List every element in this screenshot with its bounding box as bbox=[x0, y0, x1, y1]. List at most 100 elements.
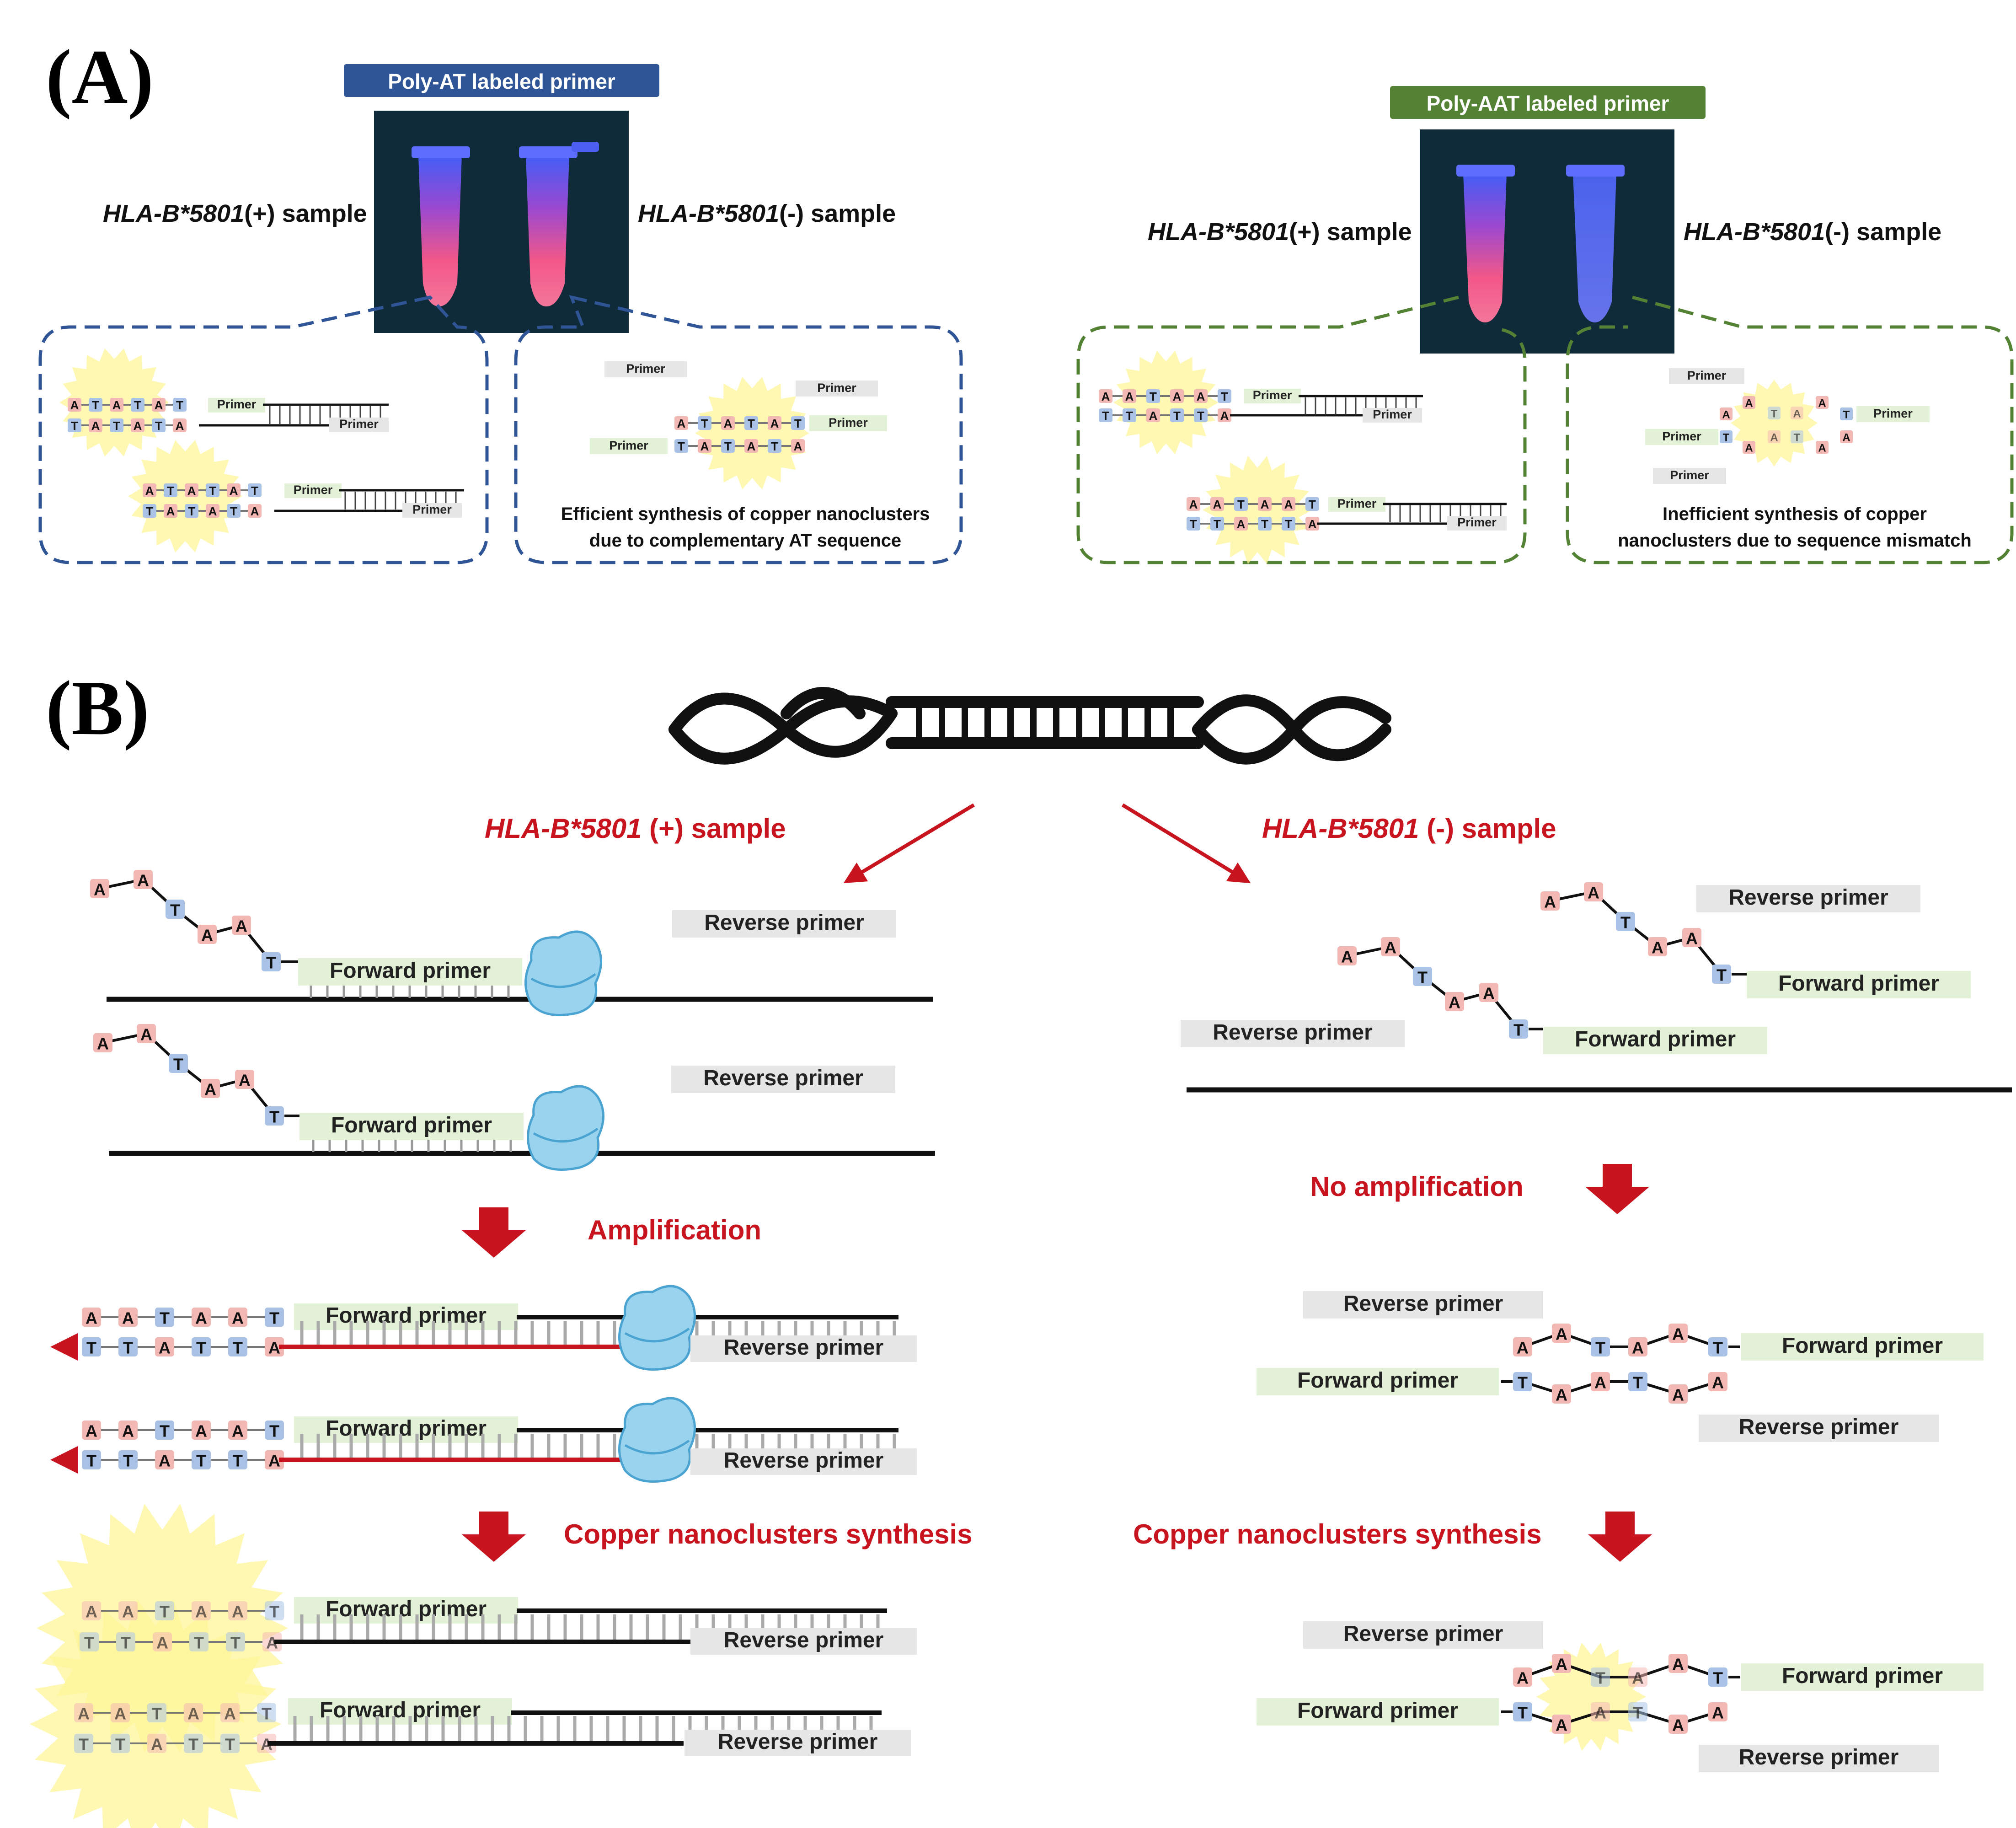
nucleotide-t-letter: T bbox=[771, 440, 778, 453]
nucleotide-a-letter: A bbox=[86, 1421, 97, 1440]
forward-primer-box bbox=[1257, 1698, 1499, 1726]
nucleotide-a-box bbox=[1282, 497, 1295, 511]
nucleotide-t-box bbox=[82, 1450, 101, 1469]
nucleotide-t-letter: T bbox=[160, 1602, 170, 1621]
nanocluster-glow bbox=[695, 376, 809, 490]
forward-primer-label: Primer bbox=[1253, 388, 1292, 402]
nucleotide-a-letter: A bbox=[1385, 938, 1396, 957]
nucleotide-a-letter: A bbox=[195, 1308, 207, 1327]
nucleotide-t-box bbox=[1628, 1702, 1647, 1721]
nucleotide-t-box bbox=[192, 1337, 211, 1356]
nucleotide-a-box bbox=[192, 1601, 211, 1620]
nucleotide-a-letter: A bbox=[1449, 993, 1460, 1012]
synthesis-neg-label: Copper nanoclusters synthesis bbox=[1133, 1519, 1542, 1549]
nucleotide-t-letter: T bbox=[170, 901, 180, 919]
nucleotide-a-letter: A bbox=[724, 417, 733, 430]
nucleotide-a-letter: A bbox=[1793, 408, 1801, 420]
amplification-label: Amplification bbox=[588, 1215, 761, 1245]
nucleotide-t-letter: T bbox=[1417, 968, 1428, 986]
nucleotide-a-box bbox=[228, 1308, 247, 1327]
nucleotide-a-letter: A bbox=[122, 1308, 134, 1327]
nucleotide-a-box bbox=[198, 925, 217, 944]
reverse-primer-label: Reverse primer bbox=[1343, 1622, 1503, 1646]
nucleotide-a-box bbox=[1187, 497, 1200, 511]
nucleotide-t-letter: T bbox=[188, 1735, 198, 1753]
nucleotide-a-box bbox=[698, 439, 711, 453]
nucleotide-t-box bbox=[118, 1450, 138, 1469]
nucleotide-a-box bbox=[137, 1024, 156, 1043]
nucleotide-a-box bbox=[68, 398, 81, 412]
reverse-primer-label: Reverse primer bbox=[1343, 1292, 1503, 1316]
nucleotide-t-box bbox=[721, 439, 735, 453]
nucleotide-a-box bbox=[1584, 882, 1603, 901]
nucleotide-a-letter: A bbox=[794, 440, 802, 453]
nucleotide-t-letter: T bbox=[794, 417, 802, 430]
forward-primer-label: Primer bbox=[217, 397, 257, 411]
reverse-primer-box bbox=[684, 1730, 911, 1756]
nucleotide-t-letter: T bbox=[121, 1633, 131, 1652]
polymerase-groove bbox=[624, 1327, 690, 1343]
nucleotide-a-box bbox=[1337, 946, 1357, 965]
reverse-primer-label: Primer bbox=[1373, 407, 1412, 421]
nucleotide-a-letter: A bbox=[230, 484, 238, 498]
nucleotide-a-letter: A bbox=[195, 1421, 207, 1440]
nucleotide-a-letter: A bbox=[1213, 498, 1222, 511]
nucleotide-t-box bbox=[1768, 407, 1781, 419]
nucleotide-t-box bbox=[265, 1421, 284, 1440]
nucleotide-a-box bbox=[220, 1703, 240, 1722]
nucleotide-a-letter: A bbox=[1173, 390, 1182, 403]
nucleotide-t-box bbox=[166, 900, 185, 919]
nucleotide-t-letter: T bbox=[1713, 1338, 1723, 1357]
nucleotide-a-box bbox=[1552, 1324, 1571, 1343]
nucleotide-a-letter: A bbox=[122, 1421, 134, 1440]
nucleotide-a-box bbox=[110, 398, 123, 412]
nucleotide-t-box bbox=[1234, 497, 1248, 511]
nucleotide-t-box bbox=[155, 1308, 174, 1327]
reverse-primer-box bbox=[1447, 516, 1507, 531]
reverse-primer-label: Reverse primer bbox=[724, 1335, 884, 1360]
nucleotide-t-letter: T bbox=[701, 417, 708, 430]
nucleotide-a-box bbox=[235, 1070, 254, 1089]
nucleotide-t-box bbox=[1509, 1019, 1528, 1039]
nucleotide-t-box bbox=[189, 1632, 209, 1651]
nucleotide-a-letter: A bbox=[145, 484, 154, 498]
nucleotide-t-box bbox=[698, 416, 711, 430]
nucleotide-a-letter: A bbox=[1770, 432, 1778, 444]
nucleotide-a-letter: A bbox=[159, 1451, 171, 1470]
nucleotide-a-box bbox=[131, 418, 144, 432]
nucleotide-t-box bbox=[111, 1734, 130, 1753]
forward-primer-label: Forward primer bbox=[320, 1698, 481, 1722]
nucleotide-a-letter: A bbox=[201, 926, 213, 944]
forward-primer-label: Forward primer bbox=[331, 1113, 492, 1137]
reverse-primer-box bbox=[604, 361, 687, 377]
nucleotide-t-letter: T bbox=[269, 1308, 279, 1327]
nucleotide-t-letter: T bbox=[113, 419, 120, 433]
poly-at-neg-callout bbox=[514, 295, 963, 564]
forward-primer-label: Forward primer bbox=[1782, 1334, 1943, 1358]
reverse-primer-label: Reverse primer bbox=[704, 911, 864, 935]
reverse-primer-box bbox=[329, 418, 389, 432]
nucleotide-a-letter: A bbox=[1261, 498, 1269, 511]
reverse-primer-box bbox=[402, 503, 462, 518]
nucleotide-a-box bbox=[118, 1601, 138, 1620]
nucleotide-t-box bbox=[155, 1601, 174, 1620]
nucleotide-a-letter: A bbox=[159, 1338, 171, 1357]
nucleotide-a-box bbox=[791, 439, 805, 453]
nucleotide-a-letter: A bbox=[1672, 1715, 1684, 1734]
poly-at-title-bar: Poly-AT labeled primer bbox=[344, 64, 659, 97]
poly-aat-title-bar: Poly-AAT labeled primer bbox=[1390, 86, 1706, 119]
nucleotide-a-letter: A bbox=[1712, 1373, 1724, 1392]
nucleotide-t-letter: T bbox=[79, 1735, 89, 1753]
reverse-primer-box bbox=[690, 1628, 917, 1655]
nucleotide-a-letter: A bbox=[1544, 892, 1556, 911]
nucleotide-a-box bbox=[93, 1033, 112, 1052]
nucleotide-a-letter: A bbox=[156, 1633, 168, 1652]
nucleotide-t-letter: T bbox=[160, 1308, 170, 1327]
nucleotide-t-letter: T bbox=[209, 484, 216, 498]
nucleotide-t-letter: T bbox=[225, 1735, 235, 1753]
nucleotide-a-box bbox=[257, 1734, 276, 1753]
nucleotide-t-letter: T bbox=[176, 398, 183, 412]
nucleotide-a-box bbox=[1210, 497, 1224, 511]
nucleotide-t-letter: T bbox=[269, 1421, 279, 1440]
